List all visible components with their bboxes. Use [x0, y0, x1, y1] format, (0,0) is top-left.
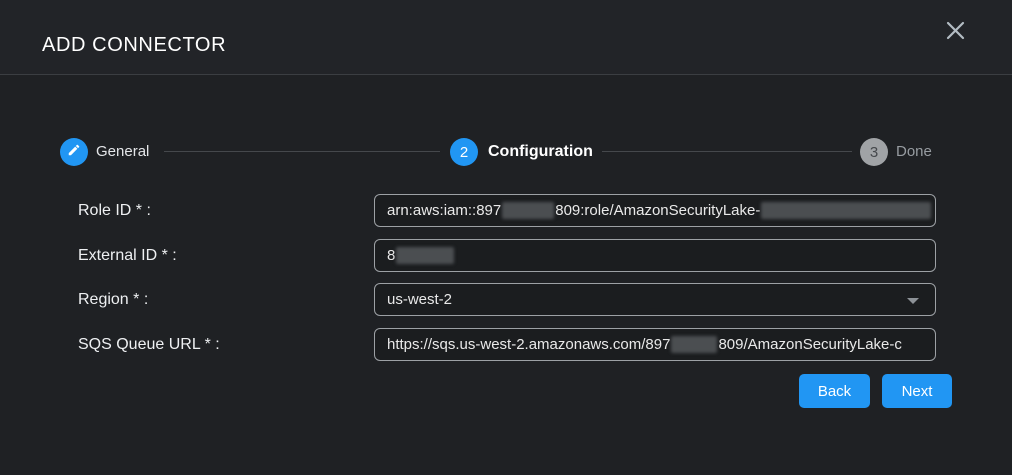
role-id-input[interactable]: arn:aws:iam::897 809:role/AmazonSecurityL…	[374, 194, 936, 227]
step-configuration-label[interactable]: Configuration	[488, 143, 593, 160]
role-id-label: Role ID * :	[78, 202, 151, 219]
dialog-title: ADD CONNECTOR	[42, 34, 227, 56]
step-connector-line	[164, 151, 440, 152]
back-button[interactable]: Back	[799, 374, 870, 408]
external-id-value-part: 8	[387, 247, 396, 264]
redacted-text	[502, 202, 555, 219]
region-selected-value: us-west-2	[387, 291, 453, 308]
step-general[interactable]	[60, 138, 88, 166]
redacted-text	[396, 247, 455, 264]
redacted-text	[761, 202, 932, 219]
step-3-number: 3	[869, 143, 879, 161]
step-connector-line	[602, 151, 852, 152]
step-done-label[interactable]: Done	[896, 143, 932, 160]
step-2-number: 2	[459, 143, 469, 161]
dialog-header: ADD CONNECTOR	[0, 0, 1012, 75]
region-label: Region * :	[78, 291, 149, 308]
step-configuration[interactable]: 2	[450, 138, 478, 166]
external-id-label: External ID * :	[78, 247, 177, 264]
step-done[interactable]: 3	[860, 138, 888, 166]
close-icon	[945, 20, 966, 44]
role-id-value-part: 809:role/AmazonSecurityLake-	[555, 202, 761, 219]
sqs-queue-url-input[interactable]: https://sqs.us-west-2.amazonaws.com/897 8…	[374, 328, 936, 361]
close-button[interactable]	[941, 18, 969, 46]
step-general-label[interactable]: General	[96, 143, 150, 160]
sqs-url-value-part: https://sqs.us-west-2.amazonaws.com/897	[387, 336, 671, 353]
configuration-form: Role ID * : arn:aws:iam::897 809:role/Ama…	[0, 0, 1012, 361]
pencil-icon	[67, 143, 81, 161]
region-select[interactable]: us-west-2	[374, 283, 936, 316]
redacted-text	[671, 336, 718, 353]
next-button[interactable]: Next	[882, 374, 952, 408]
sqs-url-value-part: 809/AmazonSecurityLake-c	[718, 336, 902, 353]
sqs-queue-url-label: SQS Queue URL * :	[78, 336, 220, 353]
role-id-value-part: arn:aws:iam::897	[387, 202, 502, 219]
chevron-down-icon	[907, 298, 919, 304]
external-id-input[interactable]: 8	[374, 239, 936, 272]
